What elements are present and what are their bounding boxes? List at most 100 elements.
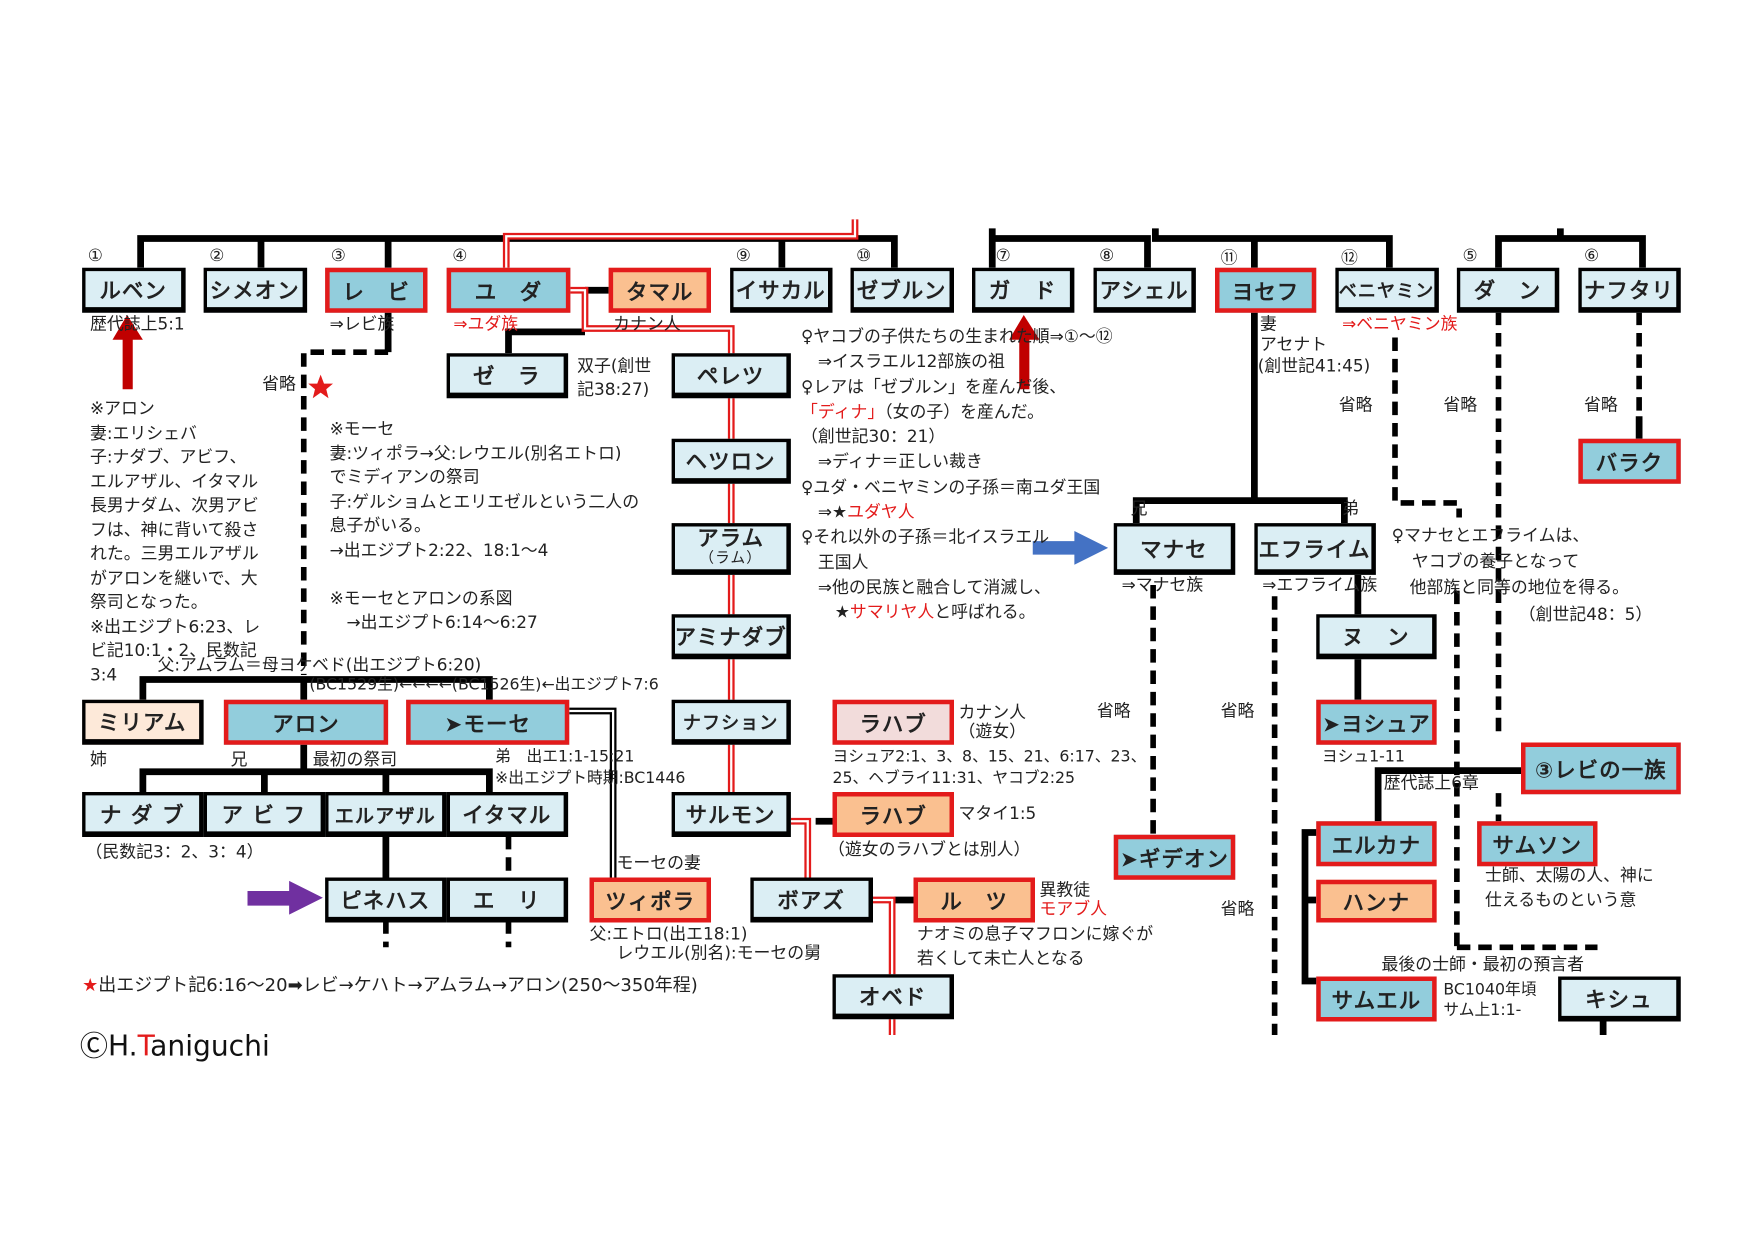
person-kish[interactable]: キシュ	[1558, 976, 1681, 1022]
person-hezron[interactable]: ヘツロン	[671, 438, 791, 484]
note-line: 祭司となった。	[90, 591, 208, 612]
person-elkanah[interactable]: エルカナ	[1316, 821, 1437, 867]
person-nadab[interactable]: ナ ダ ブ	[82, 792, 204, 837]
person-zerah[interactable]: ゼ ラ	[446, 353, 569, 399]
levi-clan-box[interactable]: ③レビの一族	[1521, 742, 1681, 795]
person-ruth[interactable]: ル ツ	[913, 877, 1035, 923]
person-abihu[interactable]: ア ビ フ	[203, 792, 326, 837]
person-phinehas[interactable]: ピネハス	[325, 877, 447, 923]
person-rahab[interactable]: ラハブ	[832, 792, 954, 837]
judah-tribe-label: ⇒ユダ族	[453, 313, 519, 335]
person-levi[interactable]: レ ビ	[325, 267, 428, 313]
person-samuel[interactable]: サムエル	[1316, 976, 1437, 1022]
birth-order: ③	[330, 245, 346, 266]
manasseh-tribe-label: ⇒マナセ族	[1121, 574, 1204, 596]
note-line: ⇒他の民族と融合して消滅し、	[801, 577, 1051, 598]
person-issachar[interactable]: イサカル	[730, 267, 833, 313]
person-asher[interactable]: アシェル	[1093, 267, 1196, 313]
person-reuben[interactable]: ルベン	[82, 267, 186, 313]
person-amminadab[interactable]: アミナダブ	[671, 614, 791, 660]
person-nun[interactable]: ヌ ン	[1316, 614, 1437, 660]
person-boaz[interactable]: ボアズ	[750, 877, 873, 923]
name: アラム	[697, 526, 765, 552]
jews-highlight: ユダヤ人	[847, 501, 915, 523]
adoption-note: 他部族と同等の地位を得る。	[1409, 577, 1630, 598]
person-miriam[interactable]: ミリアム	[82, 699, 204, 745]
person-naphtali[interactable]: ナフタリ	[1578, 267, 1681, 313]
person-salmon[interactable]: サルモン	[671, 792, 791, 837]
note-line: ♀それ以外の子孫＝北イスラエル	[801, 526, 1050, 548]
note-line: ※アロン	[90, 398, 155, 419]
chronicles-ref: 歴代誌上6章	[1383, 772, 1479, 794]
ephraim-tribe-label: ⇒エフライム族	[1262, 574, 1378, 596]
copyright-text: T	[137, 1029, 151, 1062]
person-perez[interactable]: ペレツ	[671, 353, 791, 399]
note-line: ⇒イスラエル12部族の祖	[801, 351, 1005, 372]
star-icon: ★	[82, 974, 99, 996]
note-text: ⇒★	[801, 501, 848, 523]
person-rahab-canaanite[interactable]: ラハブ	[832, 699, 954, 745]
person-gideon[interactable]: ➤ギデオン	[1113, 834, 1236, 880]
person-aaron[interactable]: アロン	[223, 699, 389, 745]
note-line: 王国人	[801, 552, 869, 573]
note-line: 子:ナダブ、アビフ、	[90, 446, 247, 467]
person-benjamin[interactable]: ベニヤミン	[1335, 267, 1439, 313]
person-ephraim[interactable]: エフライム	[1254, 523, 1376, 575]
birth-order: ④	[452, 245, 468, 266]
person-nahshon[interactable]: ナフション	[671, 699, 791, 745]
note-line: ♀レアは「ゼブルン」を産んだ後、	[801, 376, 1067, 397]
samson-note: 士師、太陽の人、神に	[1485, 865, 1654, 886]
person-hannah[interactable]: ハンナ	[1316, 879, 1437, 923]
note-text: と呼ばれる。	[934, 602, 1036, 623]
rahab-origin: （遊女）	[958, 721, 1027, 742]
footer-text: 出エジプト記6:16～20➡レビ→ケハト→アムラム→アロン(250～350年程)	[98, 974, 698, 996]
ruth-moabite: モアブ人	[1039, 898, 1108, 920]
person-obed[interactable]: オベド	[832, 974, 954, 1020]
person-judah[interactable]: ユ ダ	[446, 267, 571, 313]
person-samson[interactable]: サムソン	[1477, 821, 1598, 867]
note-line: （創世記30：21）	[801, 426, 946, 447]
copyright-text: ⒸH.	[79, 1029, 138, 1062]
exodus-period: ※出エジプト時期:BC1446	[495, 769, 686, 788]
person-dan[interactable]: ダ ン	[1456, 267, 1560, 313]
birth-order: ⑦	[995, 245, 1011, 266]
wife-label: 妻	[1260, 313, 1277, 335]
person-gad[interactable]: ガ ド	[972, 267, 1075, 313]
note-line: ♀ヤコブの子供たちの生まれた順⇒①～⑫	[801, 326, 1113, 347]
person-zipporah[interactable]: ツィポラ	[589, 877, 711, 923]
alt-name: （ラム）	[699, 550, 762, 568]
person-barak[interactable]: バラク	[1578, 438, 1681, 484]
person-ithamar[interactable]: イタマル	[446, 792, 569, 837]
omitted-label: 省略	[1584, 394, 1618, 416]
person-simeon[interactable]: シメオン	[203, 267, 308, 313]
sister-label: 姉	[90, 749, 107, 770]
note-line: ♀ユダ・ベニヤミンの子孫＝南ユダ王国	[801, 476, 1101, 498]
tamar-origin: カナン人	[613, 313, 681, 335]
note-line: エルアザル、イタマル	[90, 470, 259, 492]
jethro-note: 父:エトロ(出エ18:1)	[589, 923, 748, 944]
person-moses[interactable]: ➤モーセ	[406, 699, 570, 745]
omitted-label: 省略	[1443, 394, 1478, 416]
star-icon	[308, 374, 333, 399]
dinah-highlight: 「ディナ」	[801, 401, 885, 422]
person-eli[interactable]: エ リ	[446, 877, 569, 923]
person-joseph[interactable]: ヨセフ	[1215, 267, 1317, 313]
first-priest-label: 最初の祭司	[312, 749, 398, 770]
matthew-ref: マタイ1:5	[958, 803, 1037, 824]
person-manasseh[interactable]: マナセ	[1113, 523, 1236, 575]
copyright: ⒸH.Taniguchi	[80, 1024, 270, 1065]
rahab-refs: 25、ヘブライ11:31、ヤコブ2:25	[832, 769, 1076, 788]
person-zebulun[interactable]: ゼブルン	[850, 267, 954, 313]
levi-tribe-label: ⇒レビ族	[329, 313, 395, 335]
samuel-title: 最後の士師・最初の預言者	[1381, 954, 1585, 975]
note-line: でミディアンの祭司	[329, 466, 480, 488]
person-eleazar[interactable]: エルアザル	[325, 792, 447, 837]
person-tamar[interactable]: タマル	[608, 267, 711, 313]
note-line: ※モーセ	[329, 418, 395, 439]
adoption-note: ヤコブの養子となって	[1411, 551, 1580, 572]
note-line: ★サマリヤ人と呼ばれる。	[801, 600, 1113, 625]
person-ram[interactable]: アラム（ラム）	[671, 523, 791, 575]
person-joshua[interactable]: ➤ヨシュア	[1316, 699, 1437, 745]
